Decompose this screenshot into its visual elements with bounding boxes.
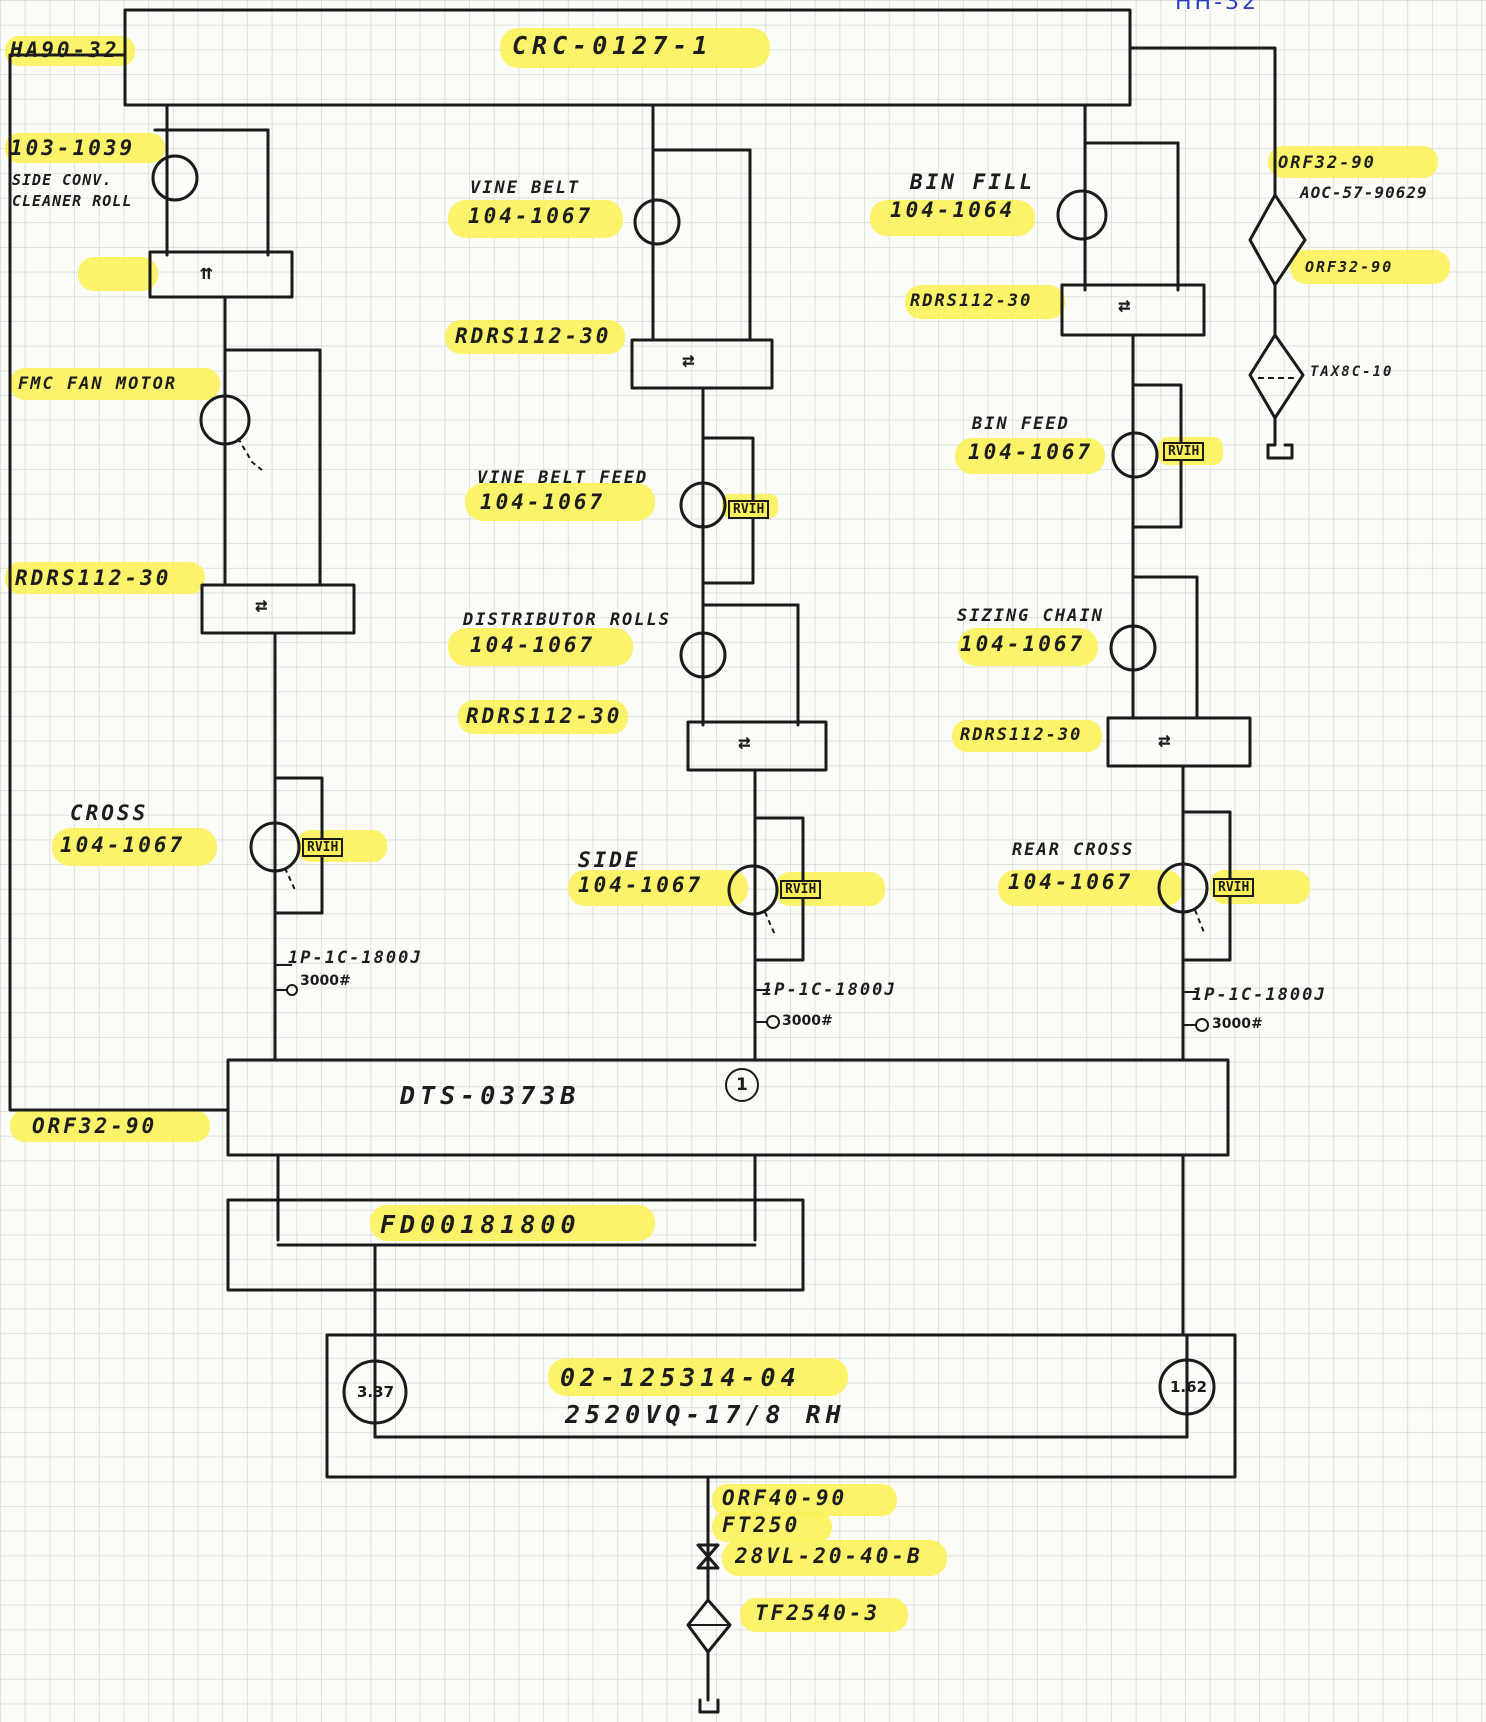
main-manifold-number: 1 bbox=[736, 1075, 748, 1095]
valve-rdrs-middle bbox=[686, 720, 828, 772]
cooler-fitting-bottom: ORF32-90 bbox=[1305, 258, 1394, 276]
cross-part: 104-1067 bbox=[60, 833, 186, 857]
top-manifold-label: CRC-0127-1 bbox=[512, 31, 713, 60]
rdrs-right-label: RDRS112-30 bbox=[960, 725, 1083, 745]
rdrs-left-label: RDRS112-30 bbox=[15, 566, 172, 590]
rvi-tag-rear-cross: RVIH bbox=[1213, 878, 1255, 897]
motor-cross bbox=[249, 821, 301, 873]
filter-part: TAX8C-10 bbox=[1310, 364, 1394, 380]
bin-feed-part: 104-1067 bbox=[968, 440, 1094, 464]
bin-fill-part: 104-1064 bbox=[890, 198, 1016, 222]
vine-belt-part: 104-1067 bbox=[468, 204, 594, 228]
rdrs-middle-label: RDRS112-30 bbox=[466, 704, 623, 728]
cross-name: CROSS bbox=[70, 801, 149, 825]
top-manifold-block bbox=[123, 8, 1132, 107]
valve-glyph: ⇄ bbox=[682, 348, 698, 372]
motor-bin-fill bbox=[1056, 189, 1108, 241]
switch-rear-cross: 1P-1C-1800J bbox=[1192, 985, 1327, 1005]
motor-vine-belt-feed bbox=[679, 481, 727, 529]
cooler-part: AOC-57-90629 bbox=[1300, 183, 1428, 202]
sizing-chain-name: SIZING CHAIN bbox=[957, 606, 1104, 626]
right-cooler-line bbox=[1128, 46, 1277, 197]
cooler-fitting-top: ORF32-90 bbox=[1278, 153, 1376, 173]
gauge-rear-cross: 3000# bbox=[1212, 1016, 1263, 1032]
pump-port-left-label: 3.37 bbox=[357, 1383, 395, 1401]
port-left-bottom: ORF32-90 bbox=[32, 1114, 158, 1138]
distributor-rolls-part: 104-1067 bbox=[470, 633, 596, 657]
valve-glyph: ⇄ bbox=[1118, 293, 1134, 317]
motor-bin-feed bbox=[1111, 431, 1159, 479]
motor-rear-cross bbox=[1157, 862, 1209, 914]
valve-rdrs-middle-top bbox=[630, 338, 774, 390]
rvi-tag-cross: RVIH bbox=[302, 838, 344, 857]
bin-feed-name: BIN FEED bbox=[972, 414, 1070, 434]
pump-model: 2520VQ-17/8 RH bbox=[565, 1400, 846, 1429]
rvi-tag-vine-belt-feed: RVIH bbox=[728, 500, 770, 519]
ball-valve-label: 28VL-20-40-B bbox=[735, 1544, 923, 1568]
rvi-tag-bin-feed: RVIH bbox=[1163, 442, 1205, 461]
cleaner-roll-part: 103-1039 bbox=[10, 136, 136, 160]
valve-glyph: ⇄ bbox=[1158, 728, 1174, 752]
vine-belt-feed-part: 104-1067 bbox=[480, 490, 606, 514]
left-return-line bbox=[8, 53, 230, 1112]
pump-outlet-fitting: ORF40-90 bbox=[722, 1486, 848, 1510]
valve-glyph: ⇄ bbox=[738, 730, 754, 754]
valve-rdrs-left bbox=[200, 583, 356, 635]
switch-side: 1P-1C-1800J bbox=[762, 980, 897, 1000]
valve-cleaner-block bbox=[148, 250, 294, 299]
rdrs-middle-top-label: RDRS112-30 bbox=[455, 324, 612, 348]
distributor-rolls-name: DISTRIBUTOR ROLLS bbox=[463, 610, 671, 630]
motor-distributor-rolls bbox=[679, 631, 727, 679]
valve-glyph: ⇈ bbox=[200, 260, 216, 284]
valve-glyph: ⇄ bbox=[255, 593, 271, 617]
rvi-tag-side: RVIH bbox=[780, 880, 822, 899]
port-left-top: HA90-32 bbox=[10, 38, 120, 62]
vine-belt-feed-name: VINE BELT FEED bbox=[477, 468, 649, 488]
motor-side bbox=[727, 864, 779, 916]
gauge-cross: 3000# bbox=[300, 973, 351, 989]
rdrs-right-top-label: RDRS112-30 bbox=[910, 291, 1033, 311]
sizing-chain-part: 104-1067 bbox=[960, 632, 1086, 656]
rear-cross-part: 104-1067 bbox=[1008, 870, 1134, 894]
strainer-label: TF2540-3 bbox=[755, 1601, 881, 1625]
gauge-side: 3000# bbox=[782, 1013, 833, 1029]
pump-outlet-fitting-2: FT250 bbox=[722, 1513, 801, 1537]
rear-cross-name: REAR CROSS bbox=[1012, 840, 1135, 860]
pump-port-right-label: 1.62 bbox=[1170, 1378, 1208, 1396]
oil-cooler bbox=[1248, 193, 1307, 287]
valve-rdrs-right bbox=[1106, 716, 1252, 768]
pump-port-left bbox=[342, 1359, 408, 1425]
fan-motor-name: FMC FAN MOTOR bbox=[18, 374, 178, 394]
motor-fan bbox=[199, 394, 251, 446]
cleaner-roll-name: SIDE CONV. CLEANER ROLL bbox=[12, 171, 133, 210]
ball-valve bbox=[696, 1543, 720, 1570]
flow-divider-block bbox=[226, 1198, 805, 1292]
side-name: SIDE bbox=[578, 848, 641, 872]
bin-fill-name: BIN FILL bbox=[910, 170, 1036, 194]
pump-port-right bbox=[1158, 1358, 1216, 1416]
return-filter bbox=[1248, 333, 1305, 420]
pump-part-number: 02-125314-04 bbox=[560, 1363, 801, 1392]
main-manifold-label: DTS-0373B bbox=[400, 1081, 581, 1110]
motor-vine-belt bbox=[633, 198, 681, 246]
motor-sizing-chain bbox=[1109, 624, 1157, 672]
corner-note: HH-32 bbox=[1175, 0, 1260, 15]
motor-side-conv-cleaner bbox=[151, 154, 199, 202]
main-manifold-block bbox=[226, 1058, 1230, 1157]
side-part: 104-1067 bbox=[578, 873, 704, 897]
vine-belt-name: VINE BELT bbox=[470, 178, 581, 198]
pump-block bbox=[325, 1333, 1237, 1479]
switch-cross: 1P-1C-1800J bbox=[288, 948, 423, 968]
flow-divider-label: FD00181800 bbox=[380, 1210, 581, 1239]
